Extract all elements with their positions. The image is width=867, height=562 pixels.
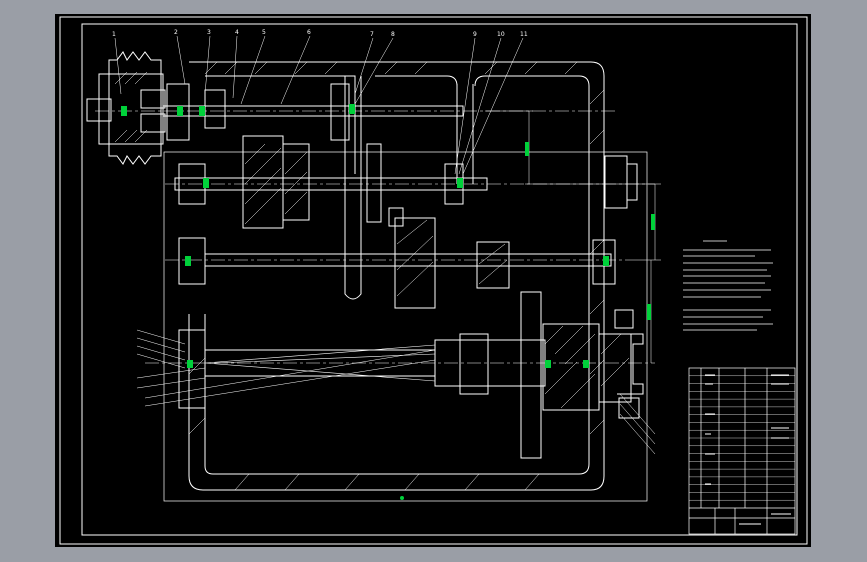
shaft-2: [174, 143, 488, 227]
pulley-hub-bearings: [140, 83, 190, 141]
gearbox-housing: [188, 61, 605, 491]
parts-list-text-marks: [705, 374, 791, 525]
outer-sheet-border: [59, 16, 808, 545]
gear-block-a-hatching: [244, 143, 308, 225]
title-block: [688, 367, 796, 535]
spindle-hatching: [544, 325, 630, 409]
datum-marker: [400, 496, 404, 500]
callout-11: 11: [520, 31, 528, 38]
center-lines: [95, 110, 655, 364]
gear-block-b-hatching: [396, 219, 508, 297]
input-shaft: [162, 83, 464, 141]
shaft-3: [178, 217, 616, 309]
callout-1: 1: [112, 31, 116, 38]
pulley-hatching: [114, 71, 148, 143]
main-spindle: [178, 291, 632, 459]
partition-wall-1: [344, 76, 362, 300]
gear-block-a: [242, 135, 310, 229]
cad-viewport[interactable]: 1 2 3 4 5 6 7 8 9 10 11: [55, 14, 811, 547]
dimension-lines: [485, 110, 661, 363]
gearbox-assembly-drawing: 1 2 3 4 5 6 7 8 9 10 11: [59, 16, 808, 545]
top-callout-labels: 1 2 3 4 5 6 7 8 9 10 11: [112, 29, 528, 38]
callout-6: 6: [307, 29, 311, 36]
callout-10: 10: [497, 31, 505, 38]
inner-drawing-frame: [81, 23, 798, 536]
callout-8: 8: [391, 31, 395, 38]
partition-wall-2: [456, 84, 474, 184]
callout-9: 9: [473, 31, 477, 38]
section-view-boundary: [163, 151, 648, 502]
technical-requirements-notes: [683, 240, 773, 331]
dimension-values: [525, 142, 655, 320]
callout-leaders: [114, 35, 656, 455]
callout-2: 2: [174, 29, 178, 36]
shaft-2-end-cap: [604, 155, 638, 209]
callout-4: 4: [235, 29, 239, 36]
callout-7: 7: [370, 31, 374, 38]
bearing-markers: [121, 104, 609, 368]
spindle-taper: [204, 344, 436, 382]
housing-hatching: [188, 61, 605, 491]
output-flange: [614, 309, 644, 419]
callout-3: 3: [207, 29, 211, 36]
callout-5: 5: [262, 29, 266, 36]
